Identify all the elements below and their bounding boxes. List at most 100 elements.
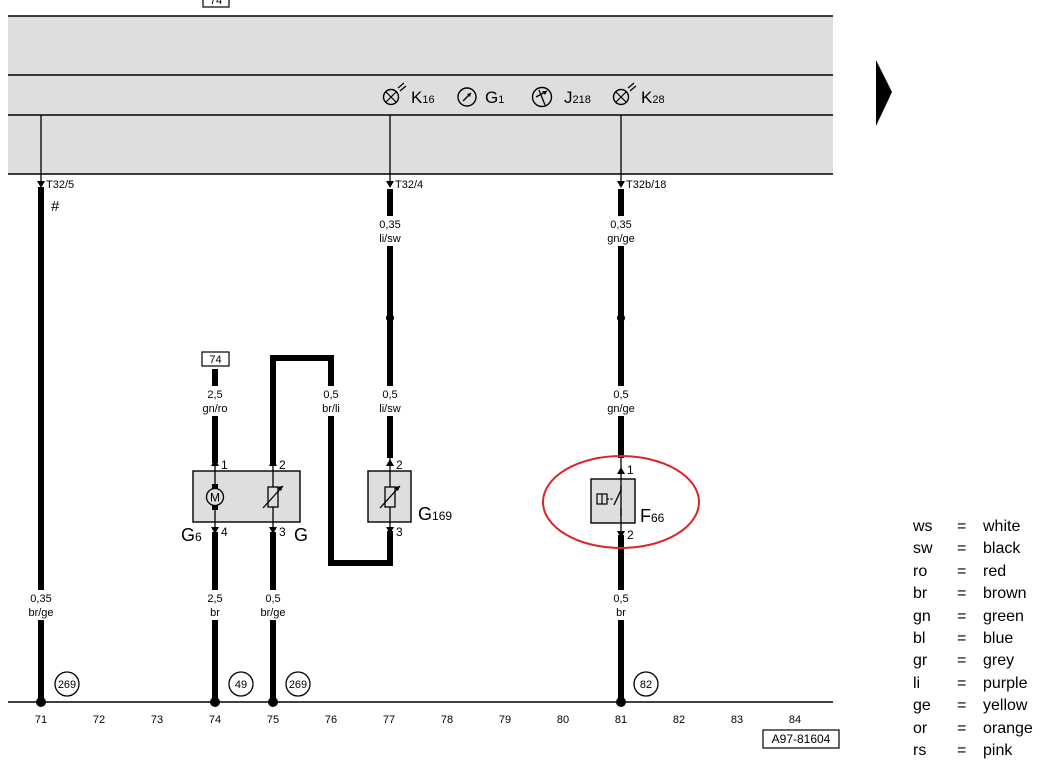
svg-text:li/sw: li/sw xyxy=(379,233,400,245)
legend-eq: = xyxy=(957,719,967,737)
svg-text:80: 80 xyxy=(557,714,569,726)
legend-abbr: li xyxy=(913,674,921,692)
svg-text:gn/ge: gn/ge xyxy=(607,403,635,415)
pin-f66-top: 1 xyxy=(627,463,634,477)
legend-abbr: ro xyxy=(913,562,928,580)
hash-mark: # xyxy=(51,198,60,215)
legend-eq: = xyxy=(957,630,967,648)
svg-text:0,35: 0,35 xyxy=(379,219,400,231)
motor-icon: M xyxy=(205,484,225,510)
pin-f66-bottom: 2 xyxy=(627,528,634,542)
svg-text:br: br xyxy=(210,607,220,619)
legend-color: orange xyxy=(983,719,1033,737)
connector-t32-4: T32/4 xyxy=(395,179,423,191)
warning-lamp-k28: K28 xyxy=(612,82,665,107)
svg-text:J218: J218 xyxy=(564,88,591,107)
top-box-reference: 74 xyxy=(202,0,230,8)
legend-color: brown xyxy=(983,585,1027,603)
color-legend: ws=white sw=black ro=red br=brown gn=gre… xyxy=(913,516,1033,762)
pin-g-top: 2 xyxy=(279,458,286,472)
legend-eq: = xyxy=(957,585,967,603)
connector-t32-5: T32/5 xyxy=(46,179,74,191)
control-unit-icon xyxy=(531,86,553,108)
svg-text:77: 77 xyxy=(383,714,395,726)
switch-icon xyxy=(596,486,622,516)
svg-text:0,35: 0,35 xyxy=(610,219,631,231)
legend-color: green xyxy=(983,607,1024,625)
svg-text:74: 74 xyxy=(210,0,222,7)
svg-text:79: 79 xyxy=(499,714,511,726)
legend-row: gr=grey xyxy=(913,650,1033,672)
pin-g-bottom: 3 xyxy=(279,525,286,539)
legend-color: red xyxy=(983,562,1007,580)
svg-text:72: 72 xyxy=(93,714,105,726)
svg-text:0,5: 0,5 xyxy=(265,593,280,605)
svg-text:br/ge: br/ge xyxy=(260,607,285,619)
svg-text:li/sw: li/sw xyxy=(379,403,400,415)
label-g169: G169 xyxy=(418,504,452,524)
legend-eq: = xyxy=(957,540,967,558)
pin-g169-bottom: 3 xyxy=(396,525,403,539)
legend-row: br=brown xyxy=(913,583,1033,605)
variable-resistor-icon xyxy=(262,485,284,509)
svg-text:75: 75 xyxy=(267,714,279,726)
legend-color: white xyxy=(983,518,1021,535)
svg-text:gn/ge: gn/ge xyxy=(607,233,635,245)
legend-row: sw = black xyxy=(913,538,1033,560)
legend-color: black xyxy=(983,540,1021,558)
legend-abbr: or xyxy=(913,719,928,737)
svg-text:269: 269 xyxy=(289,679,307,691)
legend-color: blue xyxy=(983,630,1014,648)
panel-thin-wires xyxy=(40,115,622,185)
legend-color: purple xyxy=(983,674,1028,692)
ground-dots xyxy=(36,697,626,707)
legend-eq: = xyxy=(957,697,967,715)
sender-g169 xyxy=(367,457,412,534)
instrument-cluster-panel xyxy=(8,15,833,175)
svg-text:82: 82 xyxy=(673,714,685,726)
continuation-arrow-icon xyxy=(876,60,892,126)
warning-lamp-icon xyxy=(382,82,407,106)
control-unit-j218: J218 xyxy=(531,86,591,108)
legend-abbr: sw xyxy=(913,540,933,558)
svg-text:2,5: 2,5 xyxy=(207,593,222,605)
variable-resistor-icon xyxy=(379,485,401,509)
legend-row: ge=yellow xyxy=(913,695,1033,717)
label-g: G xyxy=(294,525,308,545)
svg-text:49: 49 xyxy=(235,679,247,691)
label-g6: G6 xyxy=(181,525,202,545)
pin-g169-top: 2 xyxy=(396,458,403,472)
svg-text:A97-81604: A97-81604 xyxy=(772,732,831,746)
gauge-icon xyxy=(457,87,477,107)
svg-text:269: 269 xyxy=(58,679,76,691)
legend-row: bl=blue xyxy=(913,628,1033,650)
legend-eq: = xyxy=(957,518,967,535)
thick-wires xyxy=(38,187,624,705)
legend-eq: = xyxy=(957,562,967,580)
svg-text:73: 73 xyxy=(151,714,163,726)
svg-text:82: 82 xyxy=(640,679,652,691)
svg-text:K16: K16 xyxy=(411,88,435,107)
pin-g6-top: 1 xyxy=(221,458,228,472)
legend-abbr: ge xyxy=(913,697,931,715)
gauge-g1: G1 xyxy=(457,87,504,107)
legend-row: gn=green xyxy=(913,606,1033,628)
label-f66: F66 xyxy=(640,506,665,526)
legend-eq: = xyxy=(957,607,967,625)
svg-text:br/ge: br/ge xyxy=(28,607,53,619)
svg-text:0,5: 0,5 xyxy=(323,389,338,401)
warning-lamp-k16: K16 xyxy=(382,82,435,107)
svg-text:0,5: 0,5 xyxy=(382,389,397,401)
svg-text:0,5: 0,5 xyxy=(613,593,628,605)
splice-dots xyxy=(386,314,625,322)
svg-text:78: 78 xyxy=(441,714,453,726)
legend-row: ro = red xyxy=(913,561,1033,583)
connector-arrows xyxy=(37,181,625,188)
legend-row: ws = white xyxy=(913,516,1033,538)
grid-numbers: 71 72 73 74 75 76 77 78 79 80 81 82 83 8… xyxy=(35,714,801,726)
reference-circles: 269 49 269 82 xyxy=(54,671,659,697)
legend-abbr: rs xyxy=(913,742,927,760)
legend-color: pink xyxy=(983,742,1013,760)
legend-abbr: ws xyxy=(913,518,933,535)
